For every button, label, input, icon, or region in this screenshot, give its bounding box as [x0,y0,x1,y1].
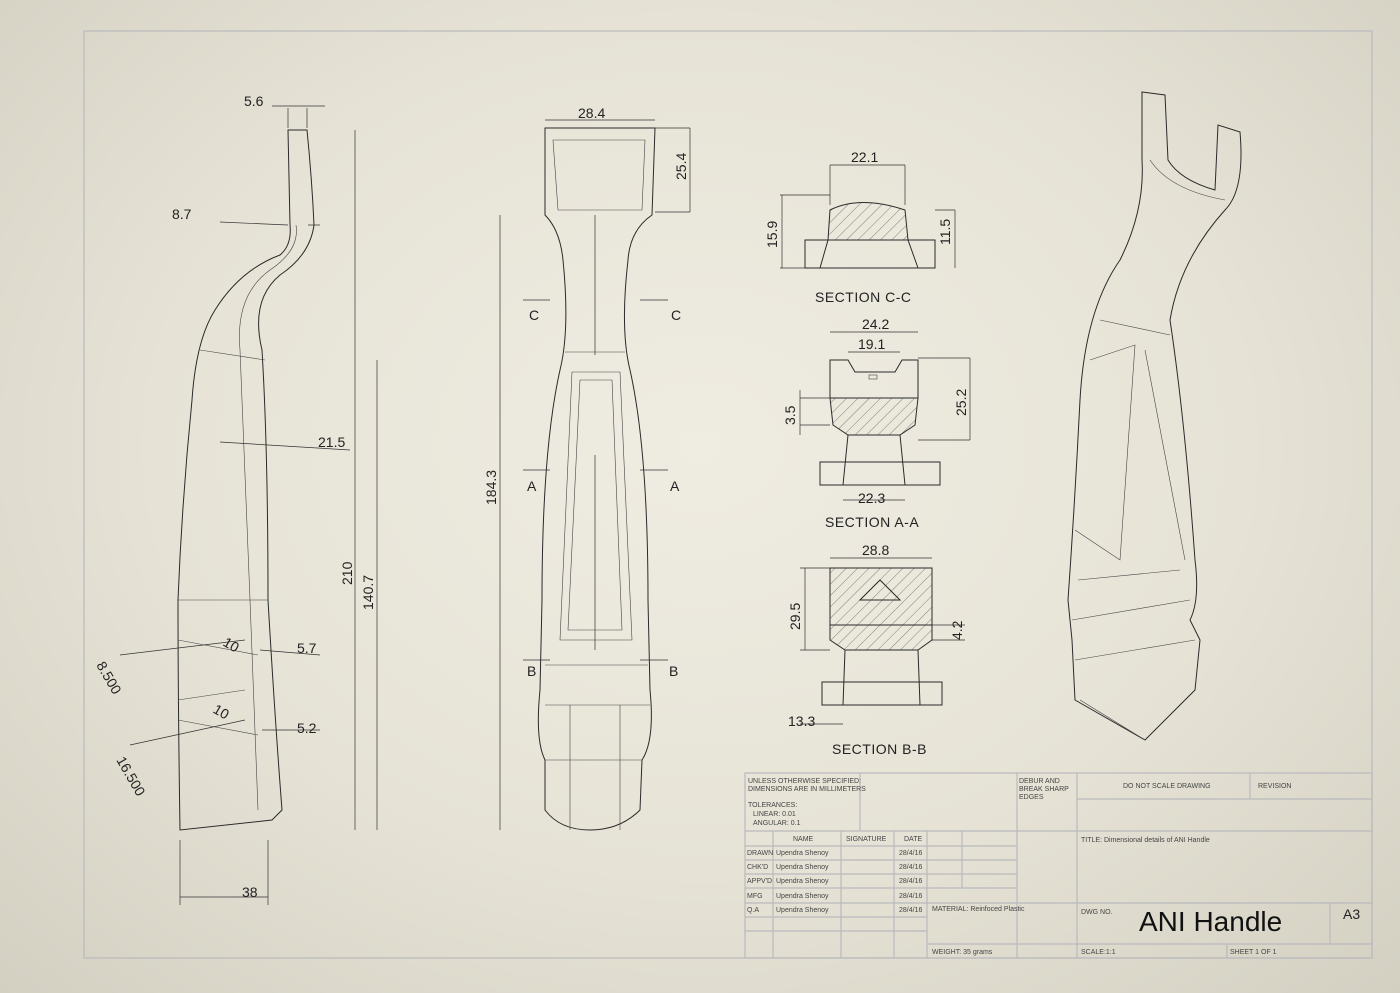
date: 28/4/16 [899,893,922,900]
note-unless: UNLESS OTHERWISE SPECIFIED: [748,778,861,785]
sheet-size: A3 [1343,906,1360,922]
dim-140-7: 140.7 [360,575,376,610]
signoff-row: APPV'D Upendra Shenoy 28/4/16 [747,878,922,885]
dim-21-5: 21.5 [318,434,345,450]
dim-19-1: 19.1 [858,336,885,352]
dim-15-9: 15.9 [764,221,780,248]
dim-25-4: 25.4 [673,153,689,180]
dim-28-4: 28.4 [578,105,605,121]
section-a-a-title: SECTION A-A [825,514,919,530]
dim-38: 38 [242,884,258,900]
side-view: 5.6 8.7 21.5 210 140.7 10 5.7 8.500 10 5… [93,93,378,905]
header-name: NAME [793,836,814,843]
note-tolerances: TOLERANCES: [748,802,797,809]
sheet-number: SHEET 1 OF 1 [1230,949,1277,956]
section-c-c: 22.1 15.9 11.5 SECTION C-C [764,149,956,305]
revision-label: REVISION [1258,783,1291,790]
note-linear: LINEAR: 0.01 [753,811,796,818]
debur-line-1: DEBUR AND [1019,778,1060,785]
dim-28-8: 28.8 [862,542,889,558]
cut-label-a-left: A [527,478,537,494]
dim-11-5: 11.5 [937,219,953,245]
signoff-row: CHK'D Upendra Shenoy 28/4/16 [747,864,922,871]
weight: WEIGHT: 35 grams [932,949,993,956]
drawing-title: TITLE: Dimensional details of ANI Handle [1081,837,1210,844]
dim-5-7: 5.7 [297,640,317,656]
dim-8-500: 8.500 [93,659,124,698]
dim-25-2: 25.2 [953,389,969,416]
do-not-scale: DO NOT SCALE DRAWING [1123,783,1211,790]
date: 28/4/16 [899,864,922,871]
cut-label-c-left: C [529,307,539,323]
dim-210: 210 [339,561,355,585]
section-b-b: 28.8 29.5 4.2 13.3 SECTION B-B [787,542,965,757]
signoff-row: MFG Upendra Shenoy 28/4/16 [747,893,922,900]
signoff-row: DRAWN Upendra Shenoy 28/4/16 [747,850,922,857]
header-date: DATE [904,836,922,843]
isometric-view [1067,91,1242,741]
cut-label-b-left: B [527,663,536,679]
dim-5-2: 5.2 [297,720,317,736]
dim-22-3: 22.3 [858,490,885,506]
dim-10-upper: 10 [221,634,243,656]
front-view: 28.4 25.4 184.3 C C A A B B [483,105,691,831]
section-c-c-title: SECTION C-C [815,289,912,305]
person-name: Upendra Shenoy [776,864,829,871]
note-angular: ANGULAR: 0.1 [753,820,801,827]
date: 28/4/16 [899,878,922,885]
debur-line-2: BREAK SHARP [1019,786,1069,793]
title-block: UNLESS OTHERWISE SPECIFIED: DIMENSIONS A… [744,772,1373,959]
cut-label-c-right: C [671,307,681,323]
header-signature: SIGNATURE [846,836,887,843]
dwg-no-label: DWG NO. [1081,909,1113,916]
cut-label-a-right: A [670,478,680,494]
dim-24-2: 24.2 [862,316,889,332]
person-name: Upendra Shenoy [776,878,829,885]
role: MFG [747,893,763,900]
note-dimensions: DIMENSIONS ARE IN MILLIMETERS [748,786,866,793]
person-name: Upendra Shenoy [776,850,829,857]
role: Q.A [747,907,759,914]
signoff-row: Q.A Upendra Shenoy 28/4/16 [747,907,922,914]
dim-184-3: 184.3 [483,470,499,505]
sheet-border [83,30,1373,959]
dim-3-5: 3.5 [782,405,798,425]
dim-10-lower: 10 [211,701,233,723]
dwg-no: ANI Handle [1139,906,1282,937]
role: DRAWN [747,850,773,857]
section-a-a: 24.2 19.1 25.2 3.5 22.3 SECTION A-A [782,316,971,530]
dim-5-6: 5.6 [244,93,264,109]
material: MATERIAL: Reinfoced Plastic [932,906,1025,913]
dim-13-3: 13.3 [788,713,815,729]
dim-8-7: 8.7 [172,206,192,222]
dim-4-2: 4.2 [949,620,965,640]
debur-line-3: EDGES [1019,794,1044,801]
role: APPV'D [747,878,772,885]
cut-label-b-right: B [669,663,678,679]
dim-16-500: 16.500 [113,754,148,799]
date: 28/4/16 [899,907,922,914]
section-b-b-title: SECTION B-B [832,741,927,757]
dim-22-1: 22.1 [851,149,878,165]
date: 28/4/16 [899,850,922,857]
scale: SCALE:1:1 [1081,949,1116,956]
person-name: Upendra Shenoy [776,893,829,900]
role: CHK'D [747,864,768,871]
dim-29-5: 29.5 [787,603,803,630]
person-name: Upendra Shenoy [776,907,829,914]
